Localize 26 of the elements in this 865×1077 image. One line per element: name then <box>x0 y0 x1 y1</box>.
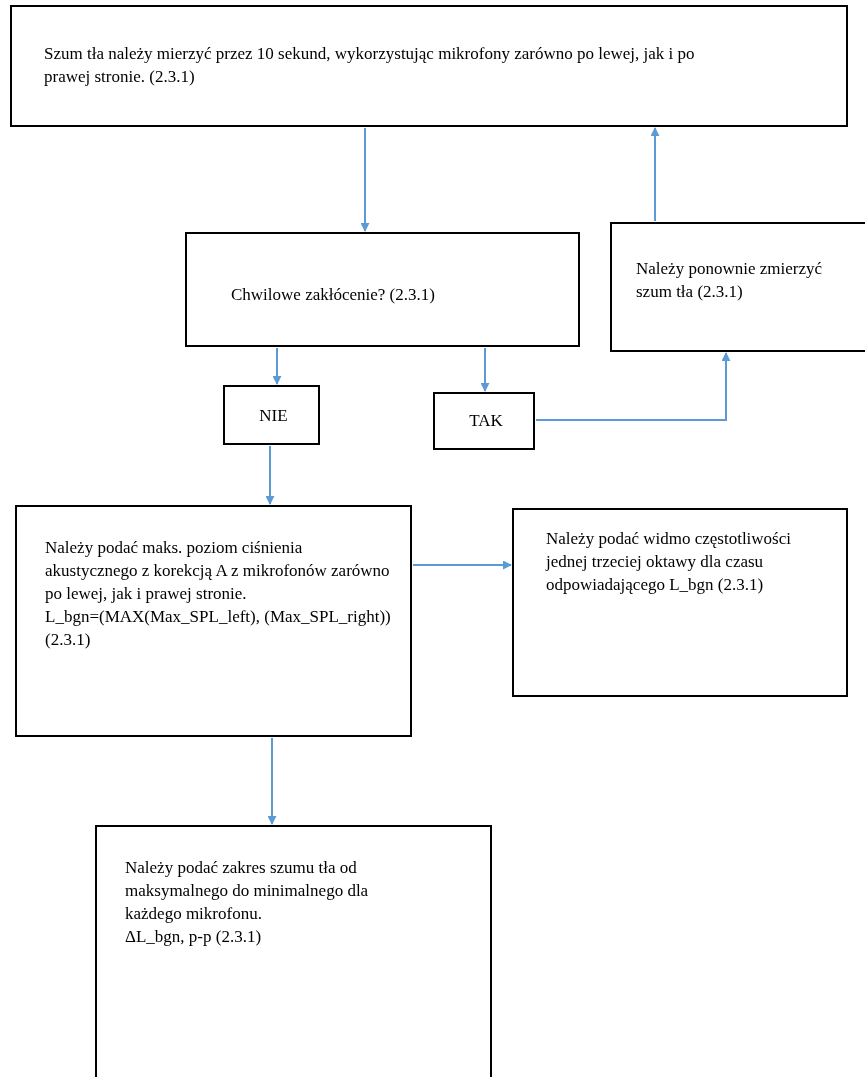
process-box <box>15 505 412 737</box>
process-box <box>185 232 580 347</box>
box-text: Należy podać widmo częstotliwości jednej trzeciej oktawy dla czasu odpowiadającego L_bgn (2.3.1) <box>546 528 792 596</box>
process-box <box>610 222 865 352</box>
arrow <box>265 445 275 505</box>
box-text: NIE <box>258 405 289 427</box>
process-box <box>512 508 848 697</box>
arrow <box>360 127 370 232</box>
box-text: TAK <box>468 410 504 432</box>
box-text: Należy podać zakres szumu tła od maksymalnego do minimalnego dla każdego mikrofonu. <box>125 857 370 925</box>
process-box <box>433 392 535 450</box>
box-text: Chwilowe zakłócenie? (2.3.1) <box>231 284 436 306</box>
box-text: ΔL_bgn, p-p (2.3.1) <box>125 925 263 948</box>
arrow <box>650 127 660 222</box>
box-text: Należy ponownie zmierzyć szum tła (2.3.1) <box>636 258 823 303</box>
box-text: L_bgn=(MAX(Max_SPL_left), (Max_SPL_right)) (2.3.1) <box>45 605 392 651</box>
process-box <box>95 825 492 1077</box>
arrow <box>535 352 731 421</box>
box-text: Należy podać maks. poziom ciśnienia akustycznego z korekcją A z mikrofonów zarówno po lewej, jak i prawej stronie. <box>45 537 391 605</box>
arrow <box>480 347 490 392</box>
process-box <box>10 5 848 127</box>
box-text: Szum tła należy mierzyć przez 10 sekund, wykorzystując mikrofony zarówno po lewej, jak i po prawej stronie. (2.3.1) <box>44 43 696 88</box>
arrow <box>412 560 512 570</box>
process-box <box>223 385 320 445</box>
arrow <box>267 737 277 825</box>
arrow <box>272 347 282 385</box>
